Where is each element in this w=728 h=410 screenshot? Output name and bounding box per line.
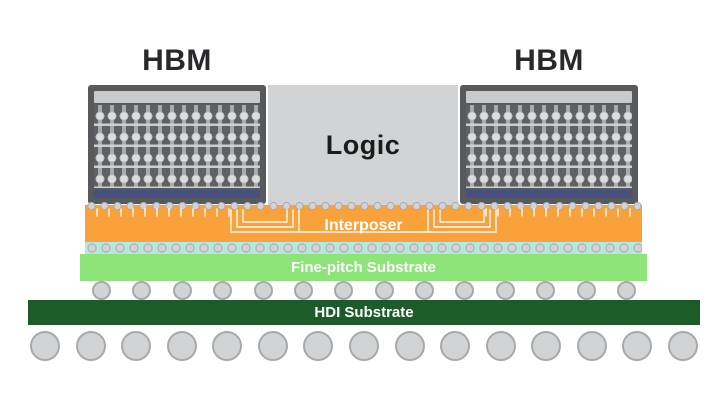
- microball-band: [85, 242, 642, 254]
- hbm-base-die: [466, 190, 632, 198]
- hbm-stack-right: [460, 85, 638, 204]
- interposer-layer: Interposer: [85, 201, 642, 242]
- interposer-traces-icon: [96, 208, 631, 233]
- solder-ball: [132, 281, 152, 300]
- hbm-label-right: HBM: [514, 44, 584, 77]
- solder-ball: [257, 331, 288, 361]
- solder-ball: [455, 281, 475, 300]
- logic-label: Logic: [325, 129, 401, 160]
- hbm-microbump-array: [466, 105, 632, 188]
- fine-pitch-substrate: Fine-pitch Substrate: [80, 254, 647, 281]
- solder-ball: [92, 281, 111, 300]
- solder-ball: [485, 331, 516, 361]
- solder-ball: [531, 331, 562, 361]
- solder-ball: [213, 281, 233, 300]
- solder-ball: [30, 331, 60, 361]
- bottom-ball-row: [30, 331, 698, 361]
- hbm-label-left: HBM: [142, 44, 212, 77]
- solder-ball: [394, 331, 425, 361]
- hbm-top-die: [94, 91, 260, 103]
- hbm-base-die: [94, 190, 260, 198]
- solder-ball: [303, 331, 334, 361]
- solder-ball: [576, 281, 596, 300]
- solder-ball: [121, 331, 152, 361]
- solder-ball: [166, 331, 197, 361]
- solder-ball: [348, 331, 379, 361]
- mid-ball-row: [92, 281, 636, 300]
- solder-ball: [212, 331, 243, 361]
- c4-bump-row: [85, 201, 642, 211]
- solder-ball: [253, 281, 273, 300]
- solder-ball: [415, 281, 434, 300]
- solder-ball: [293, 281, 313, 300]
- solder-ball: [172, 281, 192, 300]
- solder-ball: [374, 281, 394, 300]
- hbm-top-die: [466, 91, 632, 103]
- hdi-label: HDI Substrate: [314, 304, 414, 321]
- hbm-stack-left: [88, 85, 266, 204]
- hdi-substrate: HDI Substrate: [28, 300, 700, 325]
- logic-die: Logic: [268, 85, 458, 205]
- solder-ball: [616, 281, 636, 300]
- interposer-label: Interposer: [324, 217, 403, 234]
- solder-ball: [667, 331, 698, 361]
- solder-ball: [576, 331, 607, 361]
- solder-ball: [536, 281, 556, 300]
- solder-ball: [622, 331, 653, 361]
- solder-ball: [495, 281, 515, 300]
- solder-ball: [334, 281, 354, 300]
- solder-ball: [75, 331, 106, 361]
- hbm-microbump-array: [94, 105, 260, 188]
- solder-ball: [440, 331, 471, 361]
- fine-pitch-label: Fine-pitch Substrate: [290, 259, 436, 276]
